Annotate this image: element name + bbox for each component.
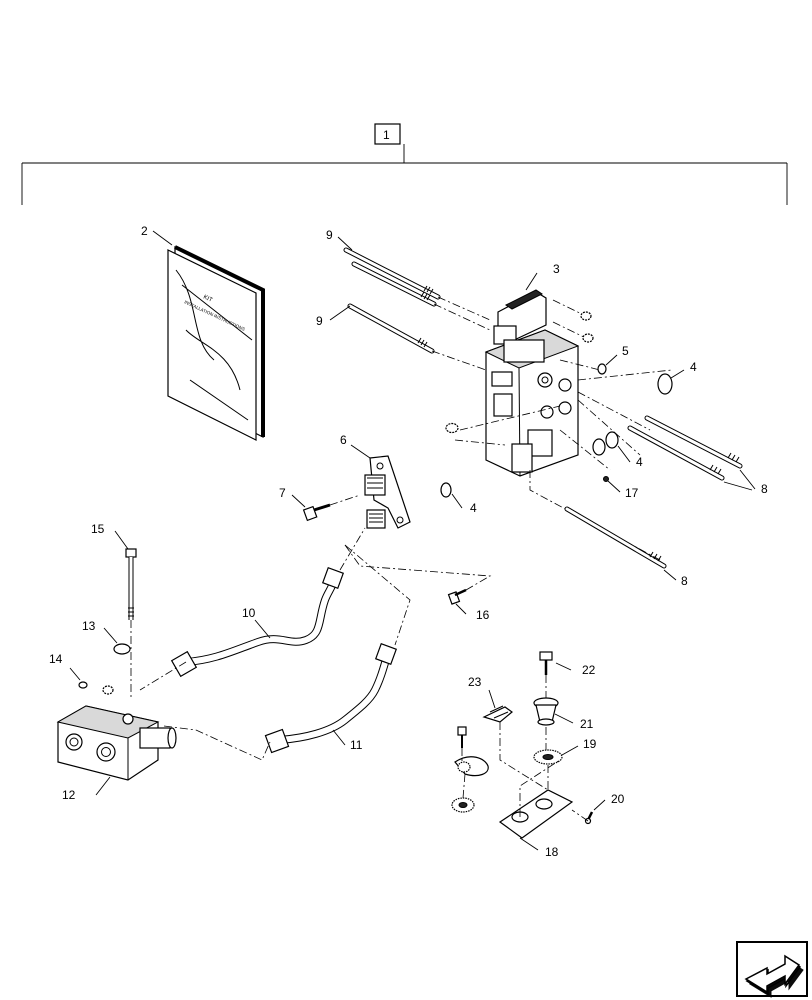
callout-4a: 4: [690, 360, 697, 374]
callout-5: 5: [622, 344, 629, 358]
callout-20: 20: [611, 792, 625, 806]
valve-section-body: [484, 289, 580, 477]
callout-3: 3: [553, 262, 560, 276]
bolt-15: [125, 548, 137, 620]
stud-bolts-9: [343, 247, 491, 371]
callout-7: 7: [279, 486, 286, 500]
callout-22: 22: [582, 663, 596, 677]
callout-4c: 4: [470, 501, 477, 515]
valve-housing-12: [56, 685, 177, 781]
callout-19: 19: [583, 737, 597, 751]
callout-9b: 9: [316, 314, 323, 328]
bolt-7: [302, 503, 331, 522]
callout-16: 16: [476, 608, 490, 622]
stud-bolts-8: [564, 415, 743, 569]
o-ring-13: [113, 643, 131, 655]
end-plate-6: [364, 455, 411, 529]
callout-2: 2: [141, 224, 148, 238]
next-page-arrow-icon[interactable]: [736, 941, 808, 998]
callout-8b: 8: [681, 574, 688, 588]
callout-13: 13: [82, 619, 96, 633]
callout-1: 1: [383, 128, 390, 142]
o-ring-4b: [592, 438, 606, 456]
assembly-bracket: [21, 123, 788, 205]
o-ring-4c: [605, 431, 619, 449]
hydraulic-pipe-10: [170, 566, 345, 678]
screw-16: [447, 588, 467, 605]
callout-9a: 9: [326, 228, 333, 242]
instruction-booklet: KIT INSTALLATION INSTRUCTIONS: [167, 245, 265, 441]
ball-17: [603, 476, 609, 482]
o-ring-14: [78, 681, 88, 689]
callout-17: 17: [625, 486, 639, 500]
o-ring-5: [597, 363, 607, 375]
cover-sub-assembly: [451, 651, 594, 839]
callout-11: 11: [350, 738, 363, 752]
o-ring-4a: [657, 373, 673, 395]
callout-12: 12: [62, 788, 76, 802]
callout-4b: 4: [636, 455, 643, 469]
callout-15: 15: [91, 522, 105, 536]
booklet-title: KIT: [202, 294, 213, 304]
hydraulic-pipe-11: [264, 642, 398, 754]
callout-18: 18: [545, 845, 559, 859]
callout-23: 23: [468, 675, 482, 689]
callout-21: 21: [580, 717, 594, 731]
callout-10: 10: [242, 606, 256, 620]
o-ring-4d: [440, 482, 452, 498]
callout-14: 14: [49, 652, 63, 666]
callout-6: 6: [340, 433, 347, 447]
callout-8a: 8: [761, 482, 768, 496]
